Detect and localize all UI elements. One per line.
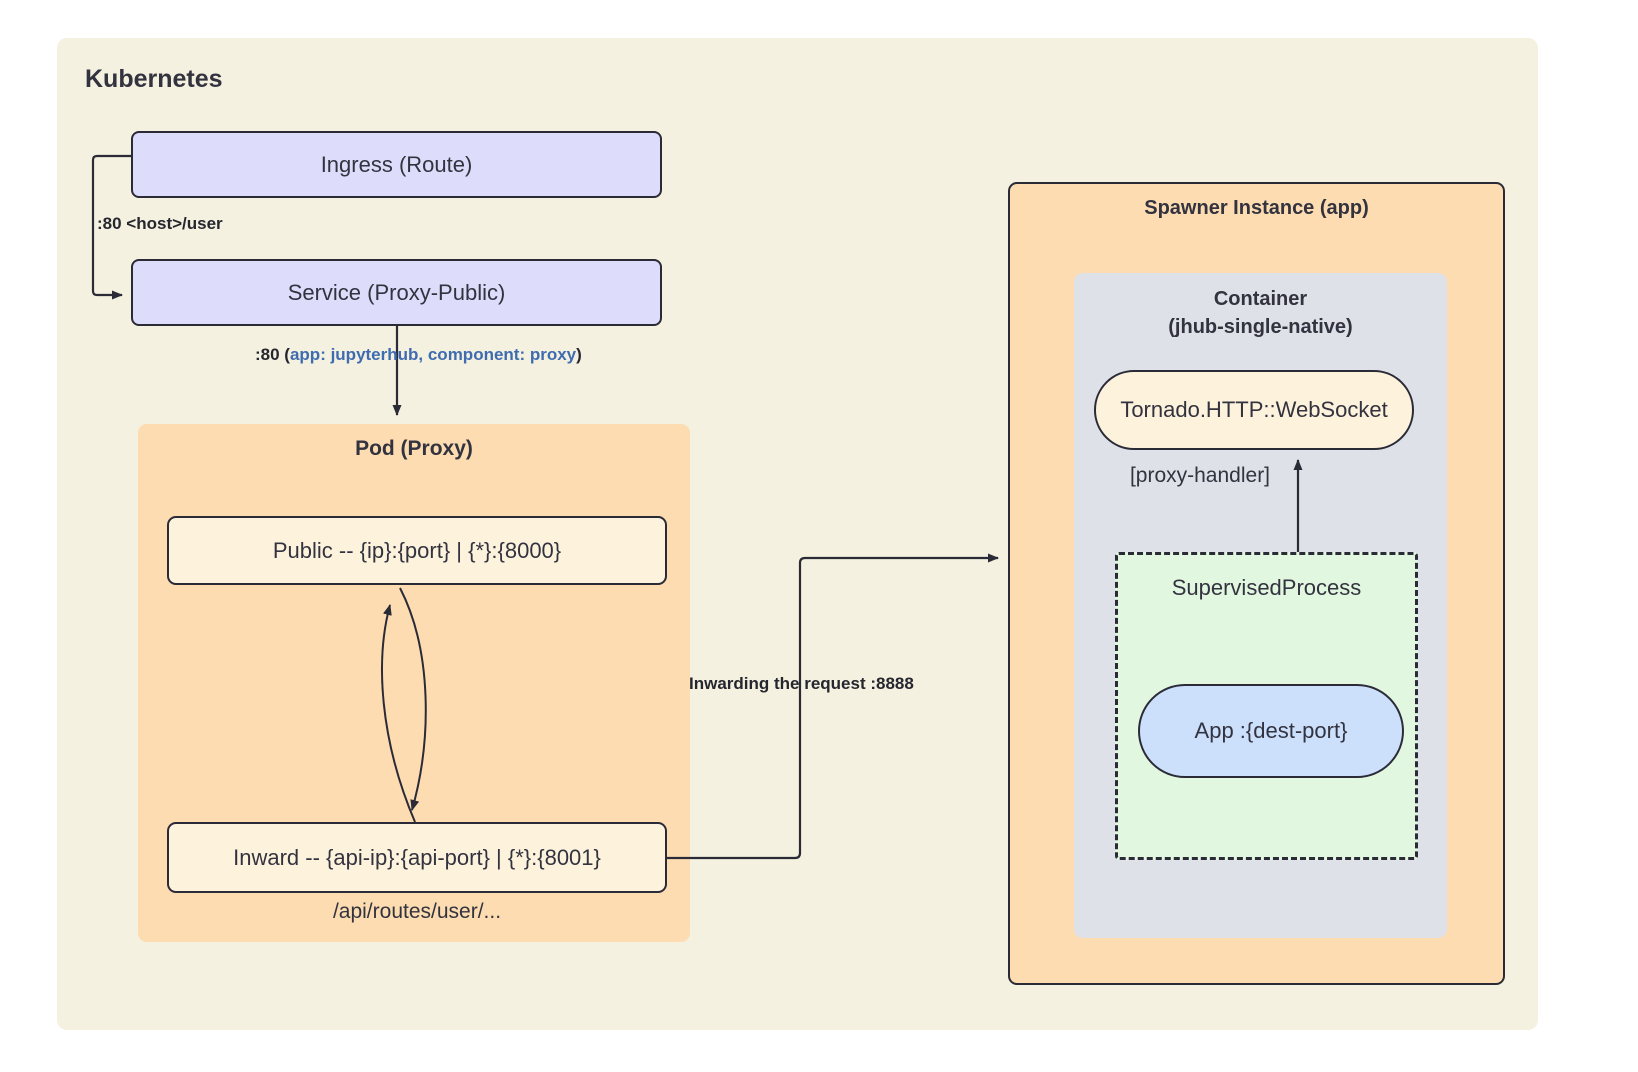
inward-listener-node[interactable]: Inward -- {api-ip}:{api-port} | {*}:{800… — [167, 822, 667, 893]
edge-label-port-suffix: ) — [576, 345, 582, 364]
service-proxy-public-node[interactable]: Service (Proxy-Public) — [131, 259, 662, 326]
api-routes-caption: /api/routes/user/... — [332, 900, 502, 923]
app-dest-port-node[interactable]: App :{dest-port} — [1138, 684, 1404, 778]
proxy-handler-edge-label: [proxy-handler] — [1129, 464, 1271, 487]
supervised-process-label: SupervisedProcess — [1171, 575, 1362, 600]
public-listener-node[interactable]: Public -- {ip}:{port} | {*}:{8000} — [167, 516, 667, 585]
container-title-line1: Container — [1213, 288, 1308, 310]
spawner-instance-title: Spawner Instance (app) — [1144, 196, 1369, 219]
tornado-websocket-node[interactable]: Tornado.HTTP::WebSocket — [1094, 370, 1414, 450]
edge-label-inwarding-request: Inwarding the request :8888 — [689, 674, 914, 693]
edge-label-host-user: :80 <host>/user — [97, 214, 223, 233]
edge-label-port-prefix: :80 ( — [255, 345, 290, 364]
edge-label-selector: app: jupyterhub, component: proxy — [289, 345, 577, 364]
container-title-line2: (jhub-single-native) — [1168, 316, 1353, 338]
edge-label-proxy-selector: :80 (app: jupyterhub, component: proxy) — [255, 345, 582, 365]
pod-proxy-title: Pod (Proxy) — [355, 437, 473, 460]
ingress-route-node[interactable]: Ingress (Route) — [131, 131, 662, 198]
kubernetes-title: Kubernetes — [85, 64, 223, 93]
container-title: Container (jhub-single-native) — [1074, 283, 1447, 343]
